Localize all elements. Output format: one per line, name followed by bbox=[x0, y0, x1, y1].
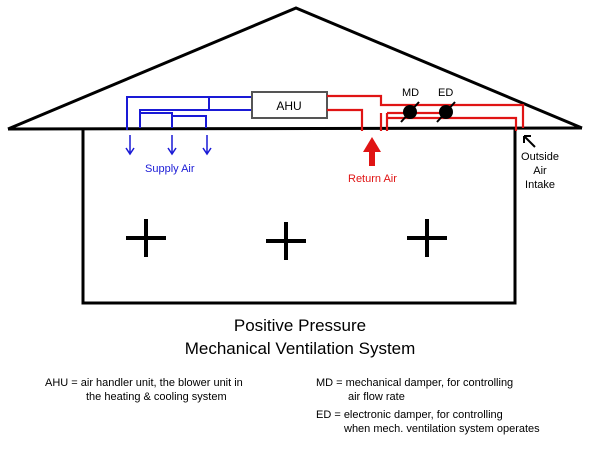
supply-arrows bbox=[125, 135, 212, 156]
ed-label: ED bbox=[438, 87, 453, 99]
md-damper-icon bbox=[400, 101, 420, 123]
outside-air-intake-label-line1: Outside bbox=[521, 151, 559, 163]
legend-md: MD = mechanical damper, for controlling … bbox=[316, 376, 513, 404]
house-walls bbox=[81, 129, 517, 305]
return-air-arrow bbox=[363, 137, 381, 166]
outside-air-intake-label-line2: Air bbox=[533, 165, 547, 177]
legend-ed: ED = electronic damper, for controlling … bbox=[316, 408, 540, 436]
ceiling-line bbox=[7, 126, 583, 131]
legend-md-line1: MD = mechanical damper, for controlling bbox=[316, 377, 514, 389]
supply-air-label: Supply Air bbox=[145, 163, 195, 175]
plus-icon bbox=[407, 219, 447, 257]
legend-ahu-line2: the heating & cooling system bbox=[86, 391, 227, 403]
legend-ahu-line1: AHU = air handler unit, the blower unit … bbox=[45, 377, 243, 389]
legend-md-line2: air flow rate bbox=[348, 391, 405, 403]
legend-ed-line2: when mech. ventilation system operates bbox=[344, 423, 540, 435]
return-ducts bbox=[327, 94, 525, 131]
diagram-title-line1: Positive Pressure bbox=[233, 316, 367, 335]
return-air-label: Return Air bbox=[348, 173, 397, 185]
ahu-box bbox=[251, 91, 328, 119]
plus-icon bbox=[266, 222, 306, 260]
supply-ducts bbox=[126, 96, 252, 130]
legend-ed-line1: ED = electronic damper, for controlling bbox=[316, 409, 503, 421]
ed-damper-icon bbox=[436, 101, 456, 123]
outside-air-intake-arrow bbox=[523, 135, 536, 148]
diagram-title-line2: Mechanical Ventilation System bbox=[184, 339, 416, 358]
positive-pressure-symbols bbox=[126, 219, 447, 260]
ahu-label: AHU bbox=[276, 99, 301, 113]
roof-outline bbox=[7, 6, 583, 131]
plus-icon bbox=[126, 219, 166, 257]
legend-ahu: AHU = air handler unit, the blower unit … bbox=[45, 376, 243, 404]
outside-air-intake-label-line3: Intake bbox=[525, 179, 555, 191]
md-label: MD bbox=[402, 87, 419, 99]
